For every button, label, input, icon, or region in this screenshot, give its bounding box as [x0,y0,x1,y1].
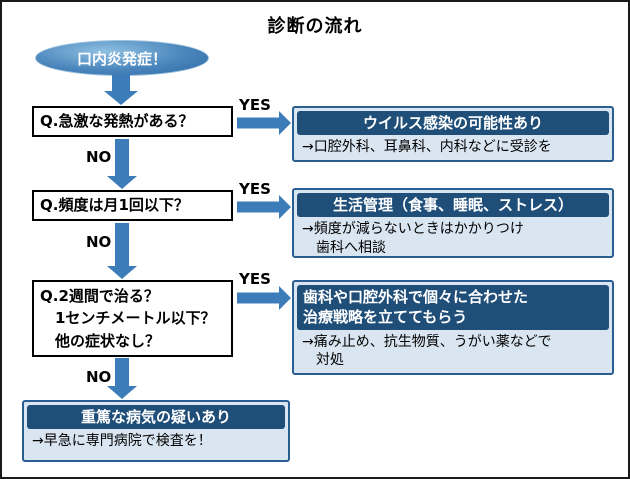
result-body-1: →口腔外科、耳鼻科、内科などに受診を [302,139,552,156]
arrow-shaft [115,223,129,267]
result-header-3: 歯科や口腔外科で個々に合わせた 治療戦略を立ててもらう [297,285,609,330]
arrow-shaft [112,74,130,93]
arrow-head [279,286,291,310]
no-label-1: NO [86,148,112,166]
no-label-3: NO [86,368,112,386]
arrow-down-icon-3 [105,358,139,399]
result-box-2: 生活管理（食事、睡眠、ストレス） →頻度が減らないときはかかりつけ 歯科へ相談 [292,188,614,258]
start-node: 口内炎発症！ [35,40,209,76]
final-header: 重篤な病気の疑いあり [27,405,285,430]
final-box: 重篤な病気の疑いあり →早急に専門病院で検査を！ [22,400,290,462]
arrow-head [107,266,137,279]
result-box-3: 歯科や口腔外科で個々に合わせた 治療戦略を立ててもらう →痛み止め、抗生物質、う… [292,280,614,375]
arrow-right-icon-1 [237,108,291,138]
yes-label-1: YES [239,96,271,114]
arrow-shaft [237,201,280,213]
arrow-head [104,91,138,105]
arrow-shaft [237,292,280,304]
result-box-1: ウイルス感染の可能性あり →口腔外科、耳鼻科、内科などに受診を [292,106,614,162]
result-body-3: →痛み止め、抗生物質、うがい薬などで 対処 [302,333,552,369]
yes-label-2: YES [239,180,271,198]
question-box-3: Q.2週間で治る？ 1センチメートル以下？ 他の症状なし？ [32,280,233,357]
arrow-down-icon [104,74,138,105]
final-body: →早急に専門病院で検査を！ [32,433,212,450]
arrow-shaft [115,139,129,177]
arrow-down-icon-1 [105,139,139,189]
result-body-2: →頻度が減らないときはかかりつけ 歯科へ相談 [302,221,524,257]
no-label-2: NO [86,233,112,251]
arrow-shaft [237,117,280,129]
arrow-down-icon-2 [105,223,139,279]
page-title: 診断の流れ [267,16,363,37]
arrow-right-icon-2 [237,192,291,222]
result-header-1: ウイルス感染の可能性あり [297,111,609,136]
arrow-head [107,176,137,189]
yes-label-3: YES [239,270,271,288]
arrow-shaft [115,358,129,387]
arrow-head [279,111,291,135]
question-box-2: Q.頻度は月1回以下？ [32,190,233,221]
arrow-head [279,195,291,219]
start-node-label: 口内炎発症！ [76,49,167,68]
question-box-1: Q.急激な発熱がある？ [32,106,233,137]
arrow-right-icon-3 [237,283,291,313]
result-header-2: 生活管理（食事、睡眠、ストレス） [297,193,609,218]
arrow-head [107,386,137,399]
